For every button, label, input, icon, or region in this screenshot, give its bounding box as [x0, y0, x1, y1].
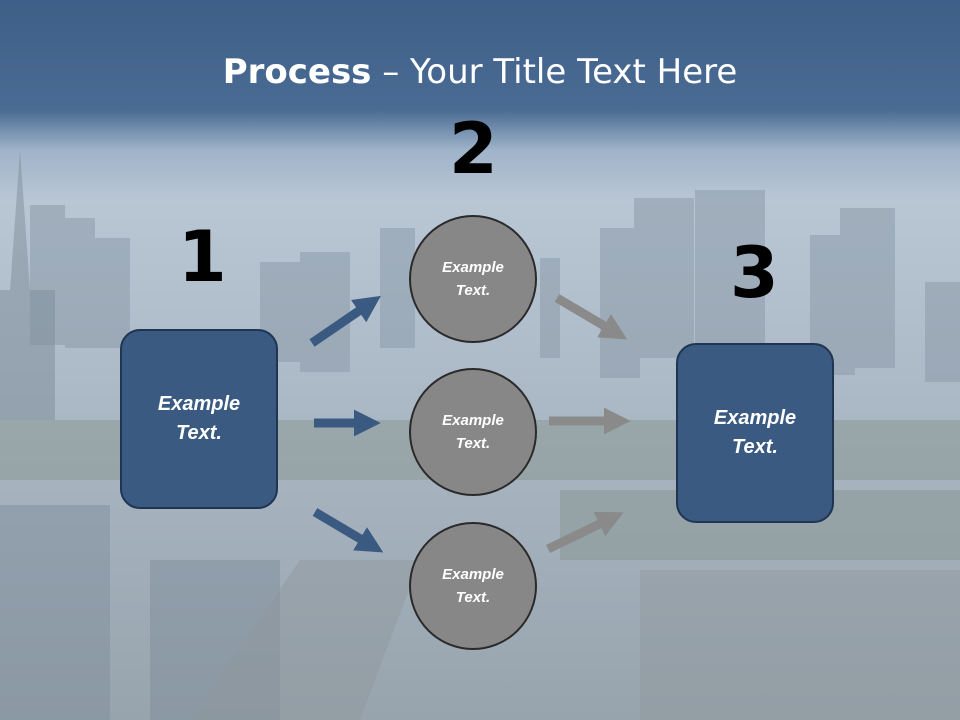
process-circle-top[interactable]: Example Text.: [409, 215, 537, 343]
circle-top-line1: Example: [442, 259, 504, 276]
step-1-line1: Example: [157, 393, 241, 415]
step-3-line1: Example: [713, 407, 797, 429]
step-number-3: 3: [730, 232, 779, 314]
step-1-line2: Text.: [176, 422, 222, 444]
circle-bottom-line1: Example: [442, 566, 504, 583]
slide-title: Process – Your Title Text Here: [0, 52, 960, 92]
circle-middle-line2: Text.: [455, 435, 491, 452]
step-1-box[interactable]: Example Text.: [120, 329, 278, 509]
title-bold: Process: [222, 52, 372, 92]
step-3-box[interactable]: Example Text.: [676, 343, 834, 523]
circle-middle-line1: Example: [442, 412, 504, 429]
circle-top-line2: Text.: [455, 282, 491, 299]
process-circle-middle[interactable]: Example Text.: [409, 368, 537, 496]
circle-bottom-line2: Text.: [455, 589, 491, 606]
title-rest: – Your Title Text Here: [371, 52, 738, 92]
step-3-line2: Text.: [732, 436, 778, 458]
step-number-2: 2: [449, 108, 498, 190]
step-number-1: 1: [178, 216, 227, 298]
process-circle-bottom[interactable]: Example Text.: [409, 522, 537, 650]
